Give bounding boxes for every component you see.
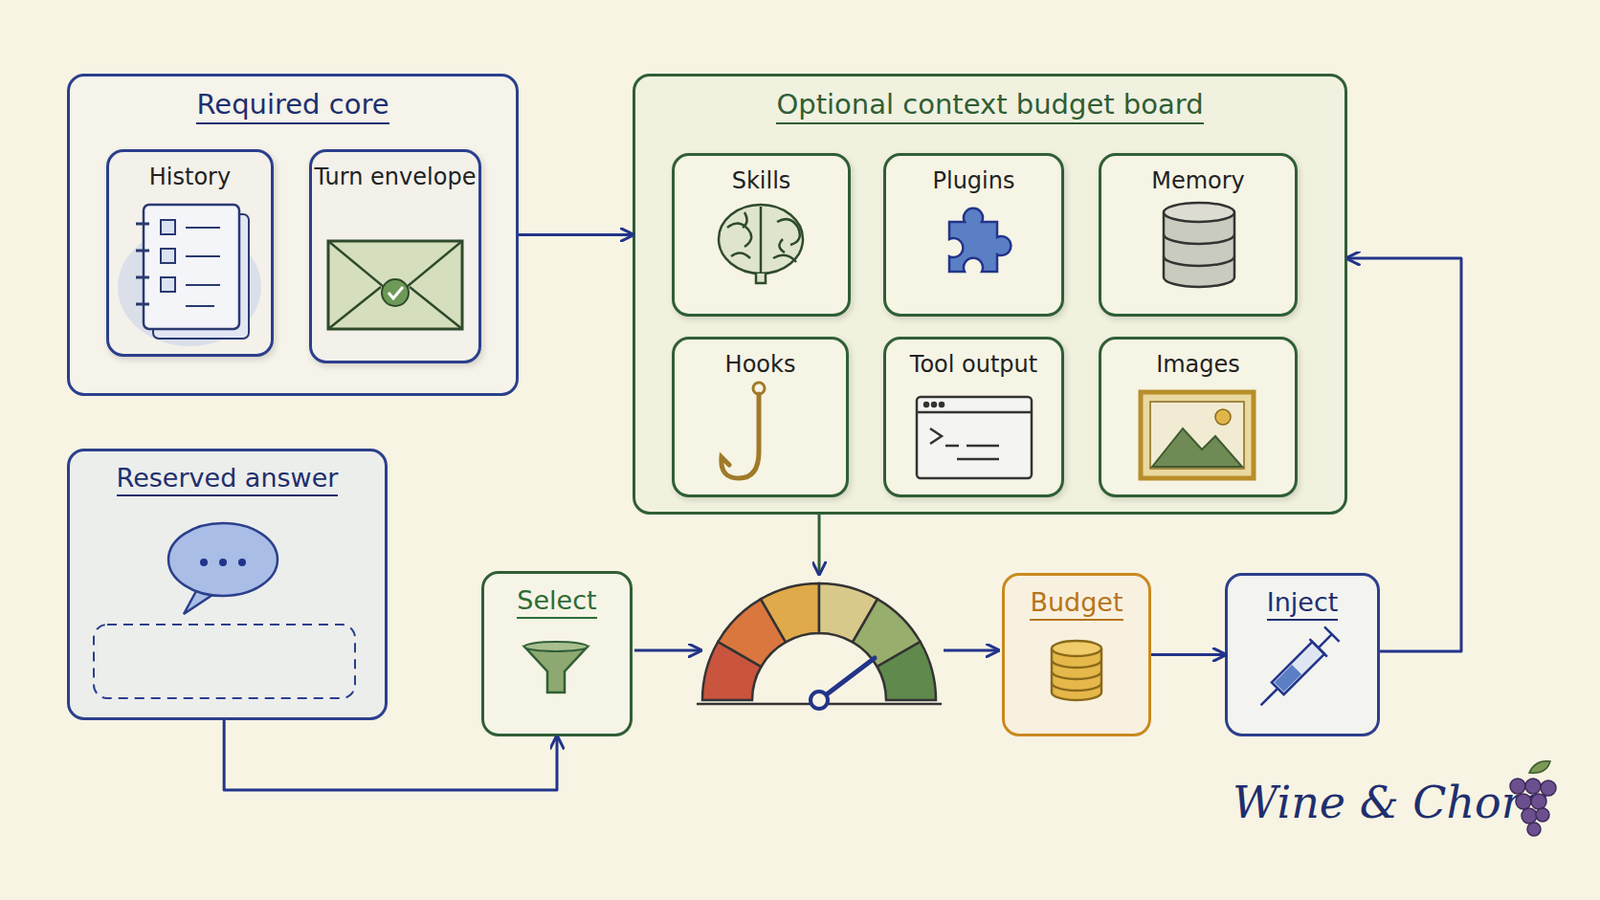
flow-connector (223, 720, 557, 791)
terminal-icon (916, 397, 1032, 479)
database-icon (1163, 202, 1235, 288)
syringe-icon (1251, 625, 1341, 715)
node-title: Inject (1266, 587, 1339, 622)
component-box: Skills (671, 153, 851, 317)
component-box: Images (1098, 336, 1298, 498)
flow-connector (518, 233, 633, 237)
coins-icon (1051, 641, 1102, 701)
watermark: Wine & Chord (1232, 777, 1551, 829)
flow-connector (1151, 653, 1225, 657)
puzzle-icon (949, 208, 1011, 272)
node-title: Select (516, 585, 597, 620)
flow-connector (1347, 258, 1462, 652)
group-box: Reserved answer (66, 448, 388, 721)
envelope-icon (328, 241, 463, 330)
process-box: Inject (1224, 573, 1380, 737)
component-box: History (106, 149, 274, 357)
component-box: Tool output (883, 336, 1065, 498)
node-title: Plugins (933, 167, 1016, 195)
node-title: Tool output (910, 351, 1038, 378)
funnel-icon (524, 642, 588, 693)
grapes-icon (1510, 761, 1556, 837)
node-title: Budget (1029, 587, 1123, 622)
node-title: Memory (1151, 167, 1245, 195)
process-box: Select (481, 571, 633, 737)
notebook-icon (117, 204, 262, 347)
node-title: Hooks (725, 351, 797, 378)
node-title: Required core (196, 88, 389, 125)
group-box: Optional context budget boardSkills Plugi… (632, 73, 1348, 515)
node-title: Skills (732, 167, 792, 195)
process-box: Budget (1001, 573, 1152, 737)
hook-icon (721, 382, 765, 479)
group-box: Required coreHistory Turn envelope (66, 73, 519, 397)
flow-arrow (634, 514, 999, 651)
node-title: Reserved answer (116, 463, 339, 497)
node-title: Turn envelope (314, 163, 477, 191)
image-icon (1140, 392, 1254, 479)
brain-icon (718, 204, 803, 284)
gauge-icon (696, 583, 942, 710)
node-title: Optional context budget board (776, 88, 1203, 125)
node-title: History (149, 163, 231, 191)
component-box: Memory (1098, 153, 1298, 317)
component-box: Plugins (883, 153, 1065, 317)
component-box: Hooks (671, 336, 849, 498)
component-box: Turn envelope (309, 149, 482, 364)
speech-bubble-icon (93, 523, 356, 699)
node-title: Images (1155, 351, 1241, 378)
